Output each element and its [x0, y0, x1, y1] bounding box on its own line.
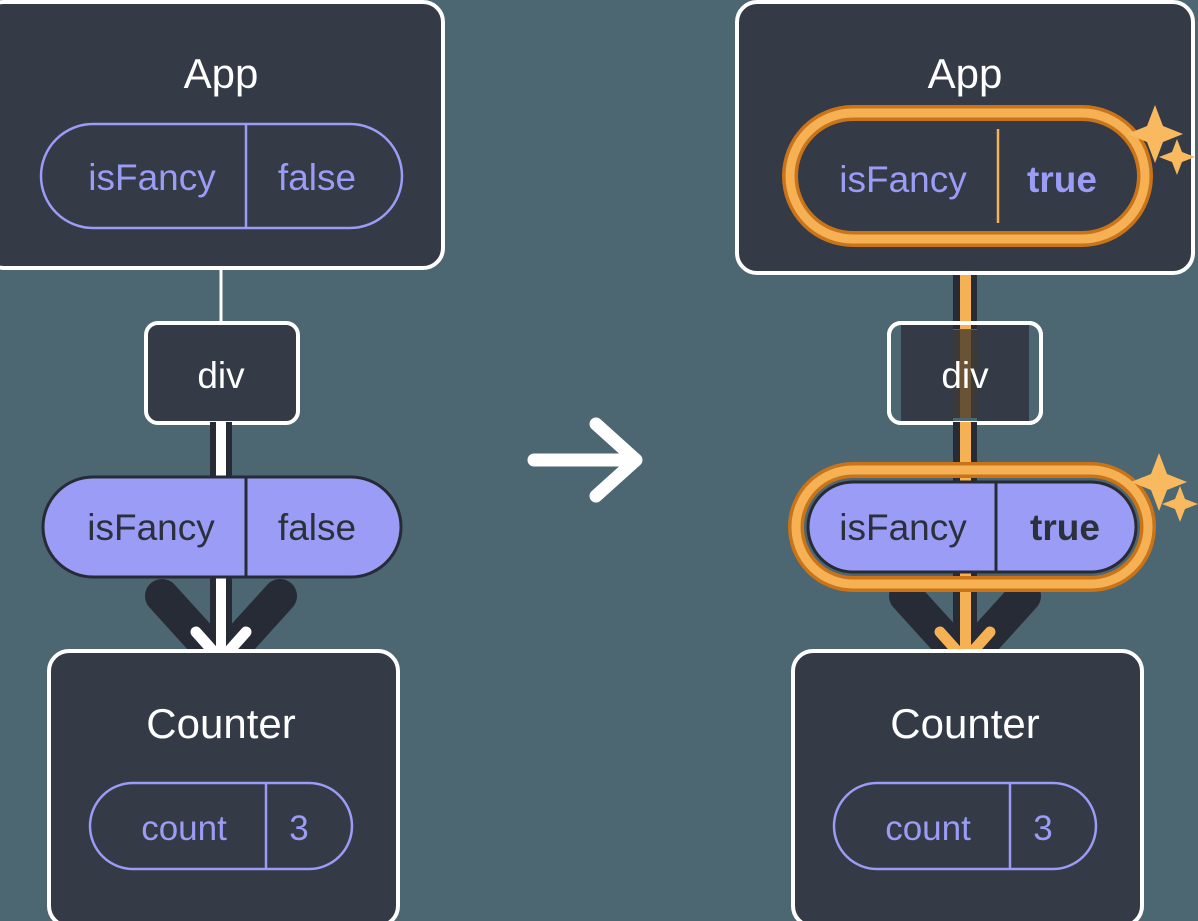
sparkle-large-icon — [1127, 105, 1183, 163]
after-app-pill-highlight-inner — [785, 108, 1150, 244]
after-app-sparkle-icon — [1127, 105, 1195, 175]
after-app-pill-value: true — [1027, 159, 1097, 200]
transition-arrow-head — [589, 417, 643, 503]
after-counter-pill-value: 3 — [1033, 809, 1052, 848]
after-prop-pill-node[interactable]: isFancy true — [788, 453, 1198, 592]
before-app-node[interactable]: App isFancy false — [0, 0, 445, 270]
after-counter-node[interactable]: Counter count 3 — [791, 649, 1144, 921]
before-prop-pill-value: false — [278, 507, 356, 548]
after-prop-pill-value: true — [1030, 507, 1100, 548]
after-prop-pill-name: isFancy — [839, 507, 967, 548]
before-prop-pill[interactable] — [41, 475, 403, 579]
after-app-node[interactable]: App isFancy true — [735, 0, 1195, 275]
sparkle-large-icon — [1131, 453, 1187, 511]
before-counter-pill-value: 3 — [289, 809, 308, 848]
after-counter-title: Counter — [890, 700, 1039, 747]
after-connector-app-to-div-inner — [960, 225, 971, 329]
before-counter-panel — [47, 649, 400, 921]
before-counter-node[interactable]: Counter count 3 — [47, 649, 400, 921]
after-div-node[interactable]: div — [887, 321, 1043, 425]
after-arrow-shaft-inner — [960, 560, 971, 658]
before-div-node[interactable]: div — [144, 321, 300, 425]
before-counter-pill-name: count — [141, 809, 227, 848]
sparkle-small-icon — [1159, 139, 1195, 175]
after-counter-pill-name: count — [885, 809, 971, 848]
before-prop-pill-name: isFancy — [87, 507, 215, 548]
before-app-pill-name: isFancy — [88, 157, 216, 198]
after-div-fill-right — [977, 323, 1029, 423]
before-app-pill[interactable] — [39, 122, 404, 230]
after-connector-through-div-inner — [960, 330, 971, 418]
after-prop-sparkle-icon — [1131, 453, 1198, 522]
after-prop-pill-highlight-inner — [791, 465, 1153, 589]
before-prop-pill-node[interactable]: isFancy false — [41, 475, 403, 579]
after-div-fill-left — [901, 323, 953, 423]
sparkle-small-icon — [1162, 486, 1198, 522]
before-connector-stroke-inner — [216, 422, 226, 484]
before-app-title: App — [184, 50, 259, 97]
after-app-pill[interactable] — [806, 129, 1129, 223]
before-app-pill-value: false — [278, 157, 356, 198]
before-connector-div-to-prop — [210, 422, 232, 484]
before-counter-pill[interactable] — [88, 781, 354, 871]
after-div-title: div — [941, 355, 989, 396]
before-arrow-shaft-inner — [216, 560, 226, 658]
after-counter-panel — [791, 649, 1144, 921]
after-app-pill-name: isFancy — [839, 159, 967, 200]
before-counter-title: Counter — [146, 700, 295, 747]
transition-arrow-right-icon — [527, 417, 643, 503]
after-prop-pill[interactable] — [806, 480, 1138, 574]
before-div-title: div — [197, 355, 245, 396]
after-counter-pill[interactable] — [832, 781, 1098, 871]
before-app-panel — [0, 0, 445, 270]
after-app-title: App — [928, 50, 1003, 97]
after-connector-stroke-inner — [960, 422, 971, 484]
